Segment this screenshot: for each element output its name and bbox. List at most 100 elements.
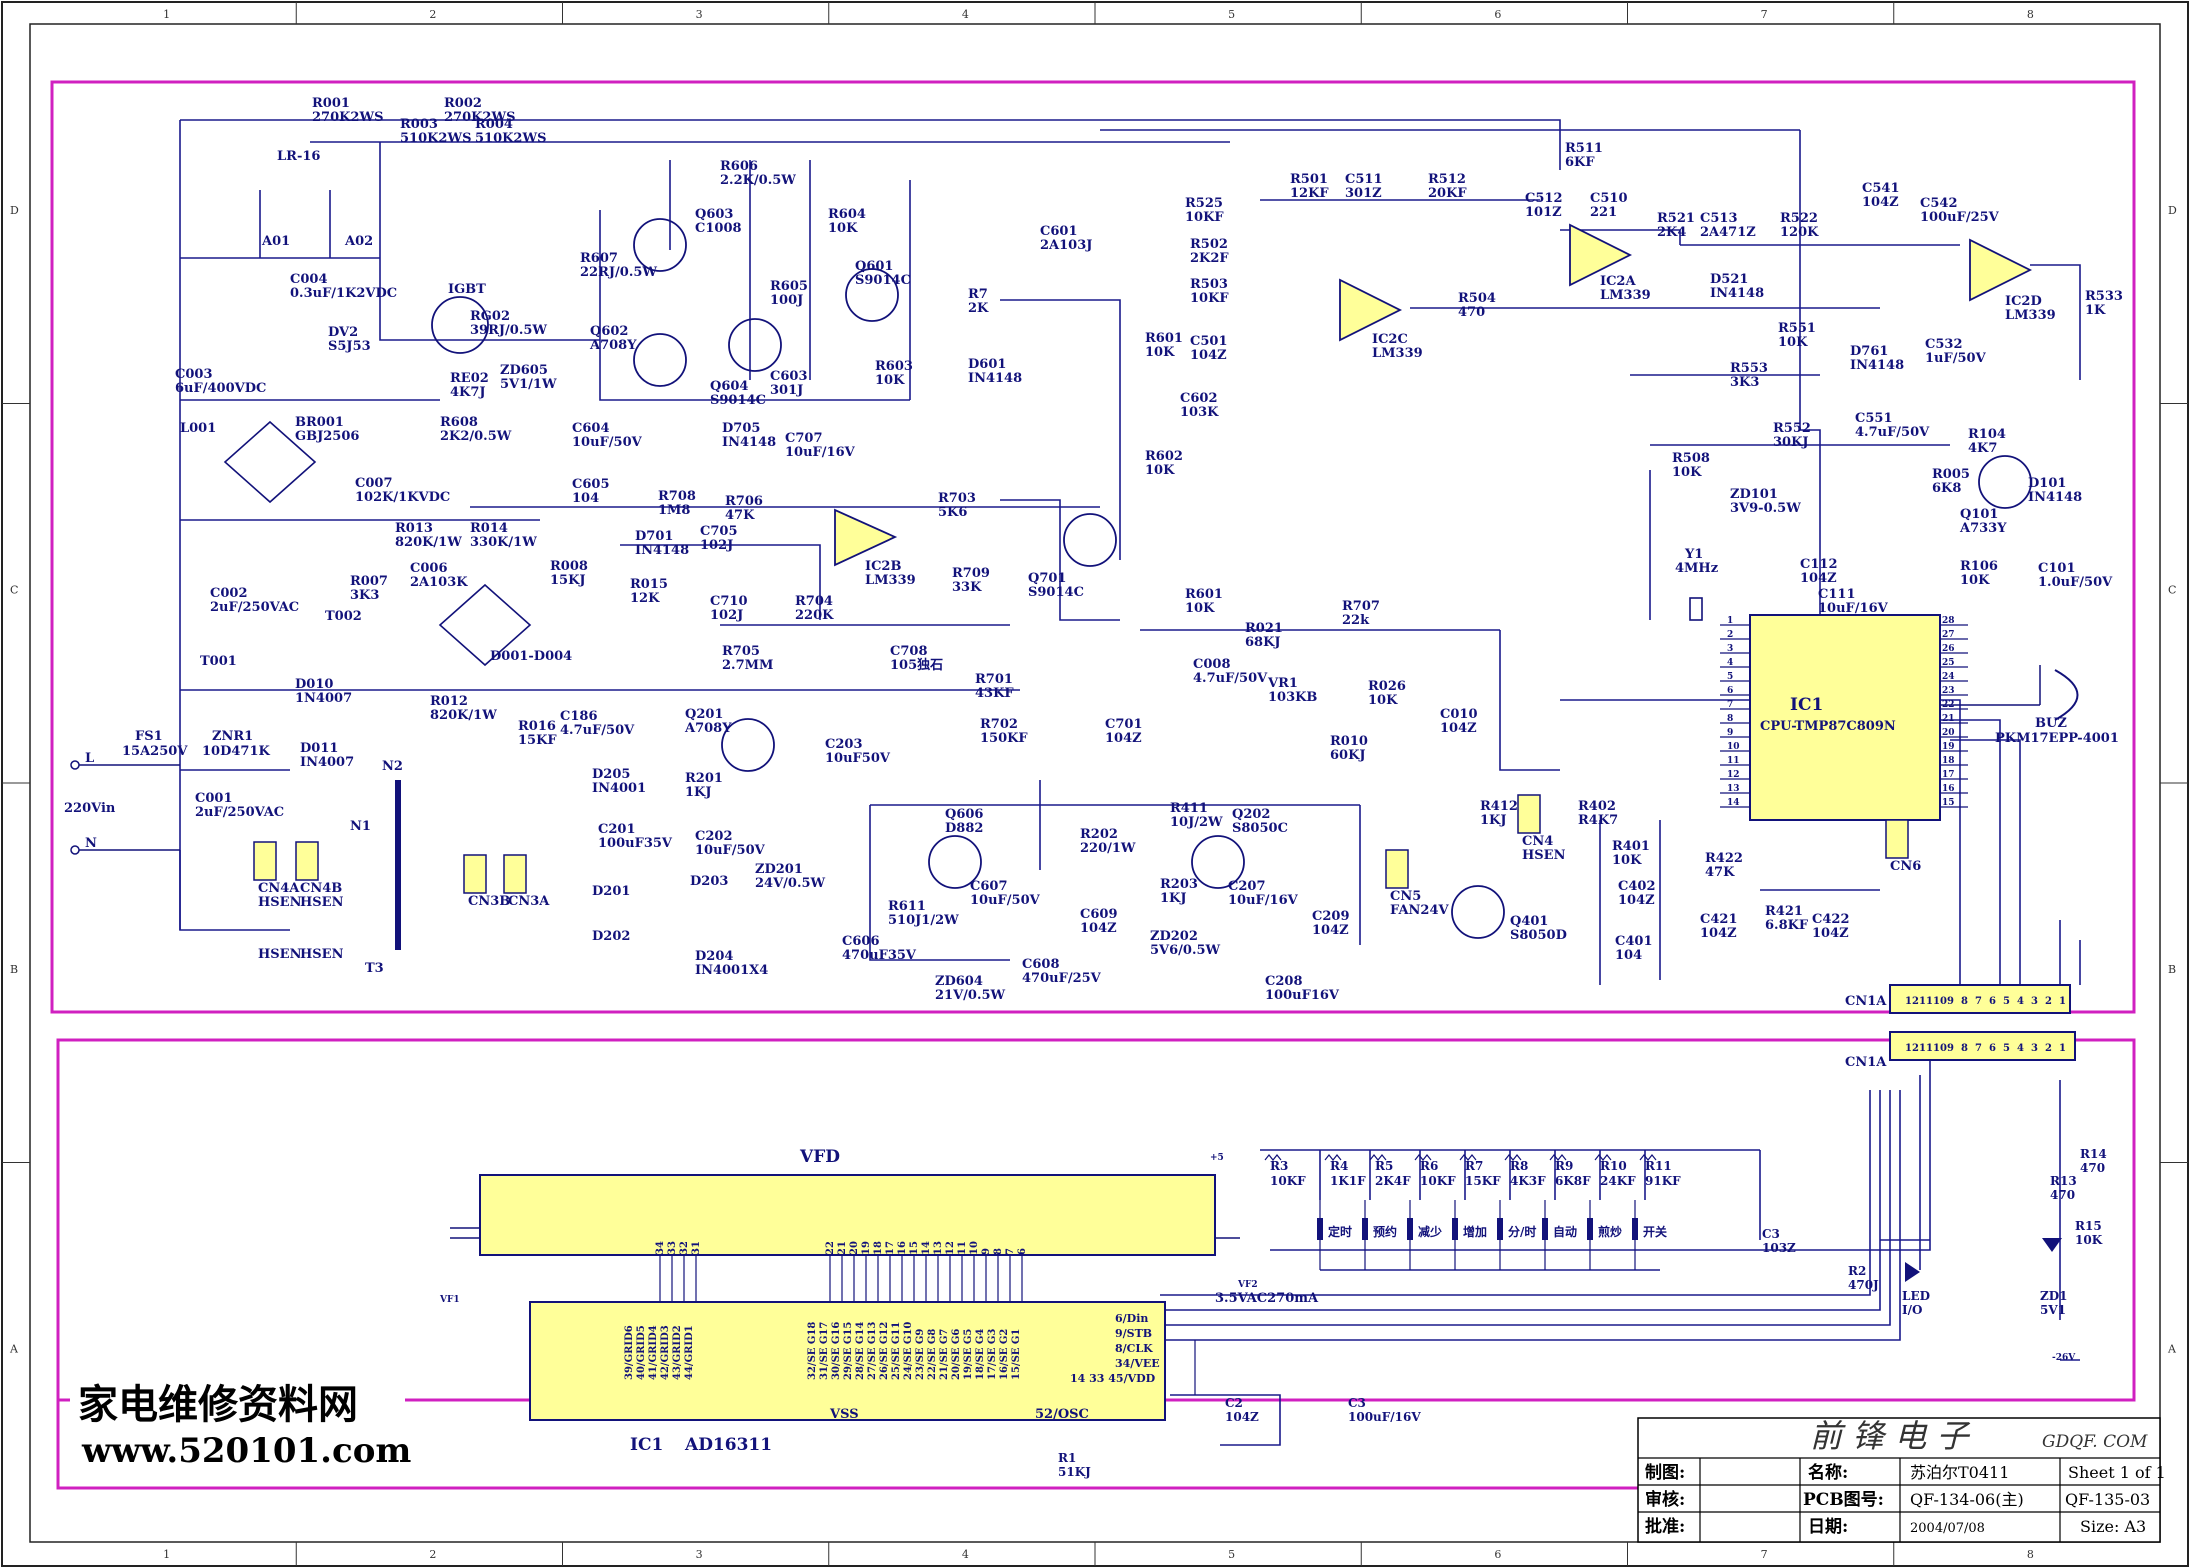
part-designator: R602 xyxy=(1145,449,1183,464)
part-designator: R411 xyxy=(1170,801,1208,816)
key-switch xyxy=(1452,1218,1458,1240)
part-designator: C602 xyxy=(1180,391,1217,406)
key-switch xyxy=(1587,1218,1593,1240)
part-designator: T3 xyxy=(365,961,384,976)
connector-body xyxy=(503,854,527,894)
part-value: 4.7uF/50V xyxy=(1193,671,1268,686)
part-designator: C186 xyxy=(560,709,597,724)
watermark-line2: www.520101.com xyxy=(81,1431,411,1471)
key-label: 增加 xyxy=(1463,1224,1487,1239)
connector-pin: 8 xyxy=(1961,996,1968,1007)
part-designator: CN3B xyxy=(468,894,510,909)
mcu-pin-right: 18 xyxy=(1942,756,1955,766)
part-value: 2K2/0.5W xyxy=(440,429,512,444)
display-resistor-name: R9 xyxy=(1555,1159,1573,1173)
driver-seg-name: 30/SE G16 xyxy=(831,1322,842,1380)
zener-symbol xyxy=(2042,1238,2062,1252)
drawn-label: 制图: xyxy=(1645,1462,1685,1483)
part-designator: Q201 xyxy=(685,707,723,722)
part-designator: C708 xyxy=(890,644,927,659)
part-designator: R005 xyxy=(1932,467,1970,482)
part-value: R4K7 xyxy=(1578,813,1618,828)
driver-seg-name: 27/SE G13 xyxy=(867,1322,878,1380)
part-designator: R702 xyxy=(980,717,1018,732)
part-value: S8050D xyxy=(1510,928,1567,943)
connector-pin: 9 xyxy=(1947,1043,1954,1054)
part-designator: R706 xyxy=(725,494,763,509)
part-value: 10K xyxy=(875,373,905,388)
part-designator: C606 xyxy=(842,934,879,949)
display-part-value: 470J xyxy=(1848,1278,1879,1292)
driver-seg-name: 15/SE G1 xyxy=(1011,1329,1022,1380)
display-resistor-name: R6 xyxy=(1420,1159,1438,1173)
resistor-symbol xyxy=(1549,1154,1567,1161)
part-value: 5V1/1W xyxy=(500,377,557,392)
keypad: 定时预约减少增加分/时自动煎炒开关 xyxy=(1317,1200,1667,1270)
display-part-name: R13 xyxy=(2050,1174,2077,1188)
display-part-value: I/O xyxy=(1902,1303,1922,1317)
part-designator: R508 xyxy=(1672,451,1710,466)
part-value: 104Z xyxy=(1800,571,1837,586)
driver-seg-name: 31/SE G17 xyxy=(819,1322,830,1380)
driver-grid-name: 42/GRID3 xyxy=(660,1325,671,1380)
part-designator: T001 xyxy=(200,654,237,669)
resistor-symbol xyxy=(1414,1154,1432,1161)
part-value: 10K xyxy=(1778,335,1808,350)
vfd-seg-pin: 11 xyxy=(957,1241,968,1255)
mcu-pin-right: 15 xyxy=(1942,798,1955,808)
part-designator: C532 xyxy=(1925,337,1962,352)
part-designator: R503 xyxy=(1190,277,1228,292)
part-value: 105独石 xyxy=(890,657,943,673)
display-part-name: ZD1 xyxy=(2040,1289,2068,1303)
connector-pin: 4 xyxy=(2017,996,2024,1007)
part-designator: D001-D004 xyxy=(490,649,572,664)
display-resistor-value: 2K4F xyxy=(1375,1174,1411,1188)
display-part-name: C2 xyxy=(1225,1396,1243,1410)
driver-seg-name: 29/SE G15 xyxy=(843,1322,854,1380)
connector-pin: 12 xyxy=(1905,996,1919,1007)
part-designator: R552 xyxy=(1773,421,1811,436)
grid-col-bottom-8: 8 xyxy=(2027,1548,2034,1561)
part-value: IN4148 xyxy=(635,543,689,558)
part-designator: R606 xyxy=(720,159,758,174)
mcu-pin-left: 14 xyxy=(1727,798,1740,808)
part-value: 10K xyxy=(1368,693,1398,708)
part-value: 10uF/50V xyxy=(572,435,643,450)
display-resistor-name: R3 xyxy=(1270,1159,1288,1173)
part-designator: R501 xyxy=(1290,172,1328,187)
part-value: 2A103J xyxy=(1040,238,1092,253)
part-value: 470uF35V xyxy=(842,948,917,963)
mcu-pin-left: 10 xyxy=(1727,742,1740,752)
key-switch xyxy=(1317,1218,1323,1240)
part-designator: R203 xyxy=(1160,877,1198,892)
part-designator: R010 xyxy=(1330,734,1368,749)
driver-ctrl-pin: 14 33 45/VDD xyxy=(1070,1372,1156,1385)
grid-row-D: D xyxy=(10,204,19,217)
connector-pin: 11 xyxy=(1919,996,1933,1007)
mcu-pin-right: 20 xyxy=(1942,728,1955,738)
checked-label: 审核: xyxy=(1645,1489,1685,1510)
part-value: 15KJ xyxy=(550,573,586,588)
part-designator: ZD202 xyxy=(1150,929,1198,944)
connector-body xyxy=(1385,849,1409,889)
mcu-part: CPU-TMP87C809N xyxy=(1760,719,1896,734)
opamps xyxy=(834,223,2033,567)
grid-col-bottom-6: 6 xyxy=(1494,1548,1501,1561)
part-designator: C402 xyxy=(1618,879,1655,894)
part-value: 4K7J xyxy=(450,385,486,400)
part-value: 270K2WS xyxy=(312,110,383,125)
part-designator: R016 xyxy=(518,719,556,734)
part-value: D882 xyxy=(945,821,983,836)
part-designator: R012 xyxy=(430,694,468,709)
display-resistor-value: 1K1F xyxy=(1330,1174,1366,1188)
transistor-symbol xyxy=(928,835,982,889)
driver-seg-name: 16/SE G2 xyxy=(999,1329,1010,1380)
part-designator: C542 xyxy=(1920,196,1957,211)
part-designator: N2 xyxy=(382,759,403,774)
part-designator: Q603 xyxy=(695,207,733,222)
mcu-pin-right: 28 xyxy=(1942,616,1955,626)
pcb-value: QF-134-06(主) xyxy=(1910,1490,2024,1509)
part-designator: R553 xyxy=(1730,361,1768,376)
